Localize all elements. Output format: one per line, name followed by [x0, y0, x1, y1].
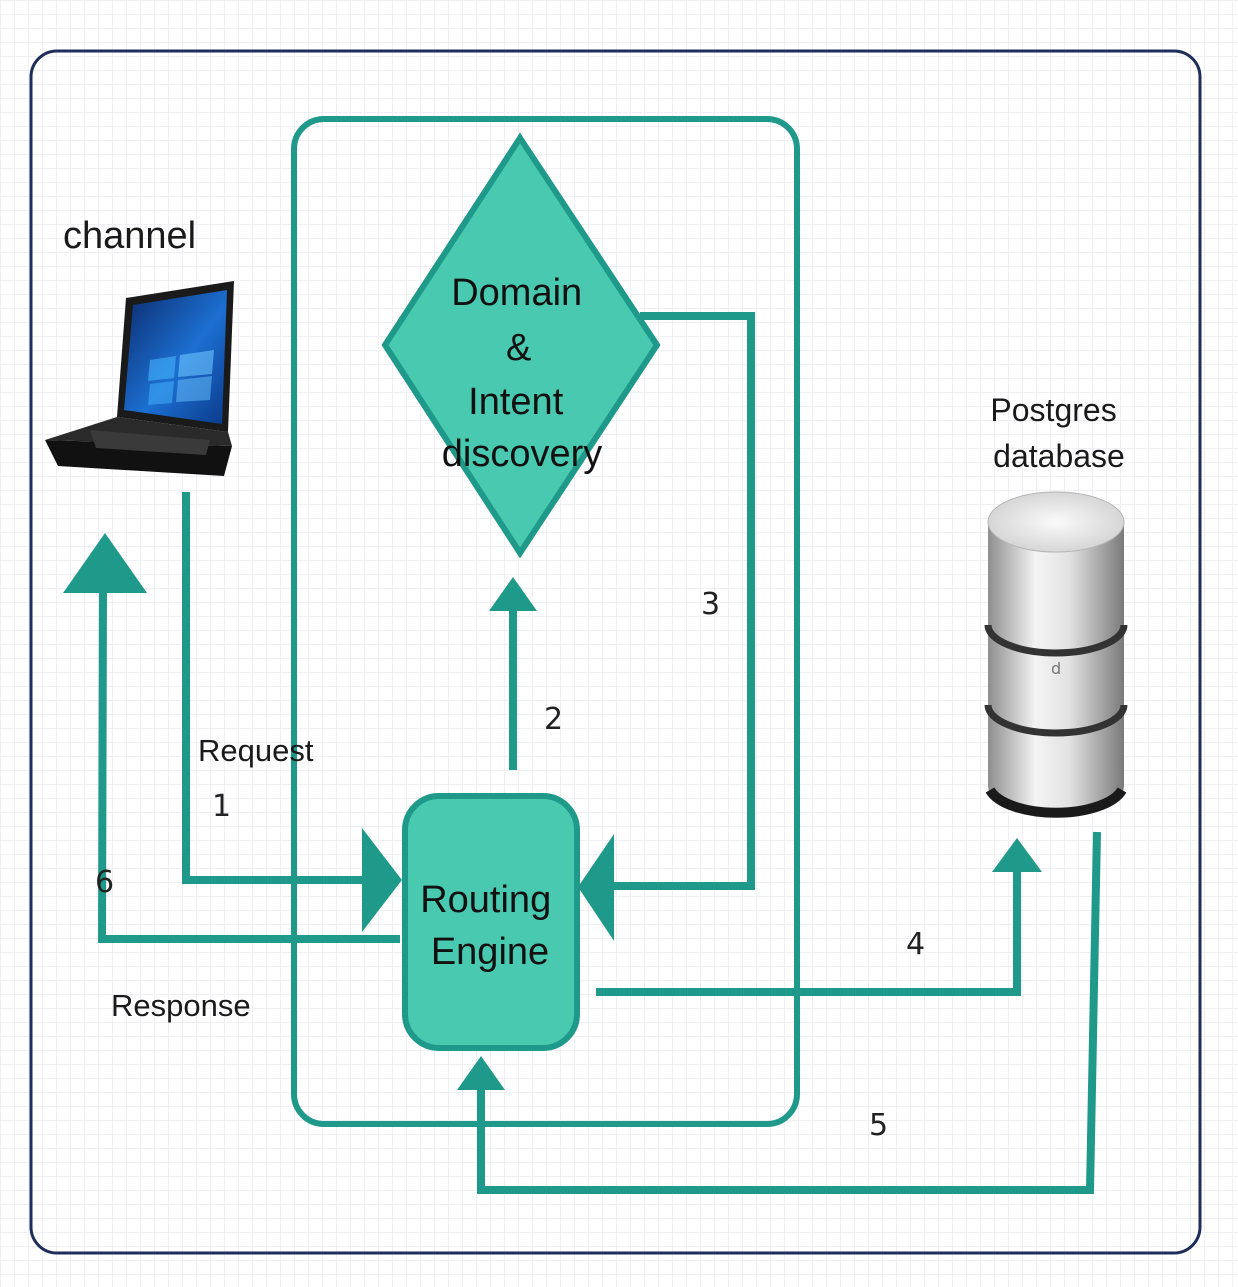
request-arrowhead	[362, 828, 402, 932]
step-2-label: 2	[544, 702, 563, 737]
outer-frame	[29, 49, 1202, 1255]
svg-text:Routing Engine: Routing Engine	[420, 879, 562, 973]
domain-label-line1: Domain	[451, 272, 582, 314]
request-label: Request	[198, 733, 314, 768]
step-6-label: 6	[95, 865, 114, 900]
database-label-line2: database	[993, 438, 1125, 474]
request-arrow-line	[182, 492, 370, 884]
routing-engine-node[interactable]	[402, 793, 580, 1051]
step-1-label: 1	[212, 789, 231, 824]
database-cylinder-icon: d	[984, 491, 1128, 818]
step-3-label: 3	[701, 587, 720, 622]
step4-arrow-line	[596, 870, 1021, 996]
database-inner-text: d	[1051, 659, 1061, 678]
step5-arrow-line	[477, 831, 1101, 1194]
domain-label-line3: Intent	[468, 381, 564, 423]
step-5-label: 5	[869, 1108, 888, 1143]
svg-text:Postgres database: Postgres database	[990, 392, 1125, 474]
step3-arrowhead	[578, 834, 614, 941]
response-arrowhead	[63, 533, 147, 593]
step3-arrow-line	[612, 312, 755, 890]
response-label: Response	[111, 988, 251, 1023]
routing-label-line2: Engine	[431, 931, 549, 973]
database-label-line1: Postgres	[990, 392, 1116, 428]
step4-arrowhead	[992, 838, 1042, 872]
response-arrow-line	[97, 589, 400, 943]
laptop-icon	[45, 281, 234, 476]
routing-label-line1: Routing	[420, 879, 551, 921]
channel-label: channel	[63, 215, 196, 257]
domain-label-line2: &	[506, 327, 531, 369]
domain-label-line4: discovery	[442, 433, 603, 475]
step-4-label: 4	[906, 927, 925, 962]
domain-intent-node[interactable]	[381, 132, 661, 559]
step5-arrowhead	[457, 1056, 505, 1090]
svg-text:Domain & Intent di: Domain & Intent discovery	[442, 272, 603, 475]
step2-arrowhead	[489, 577, 537, 611]
system-boundary	[291, 116, 800, 1127]
